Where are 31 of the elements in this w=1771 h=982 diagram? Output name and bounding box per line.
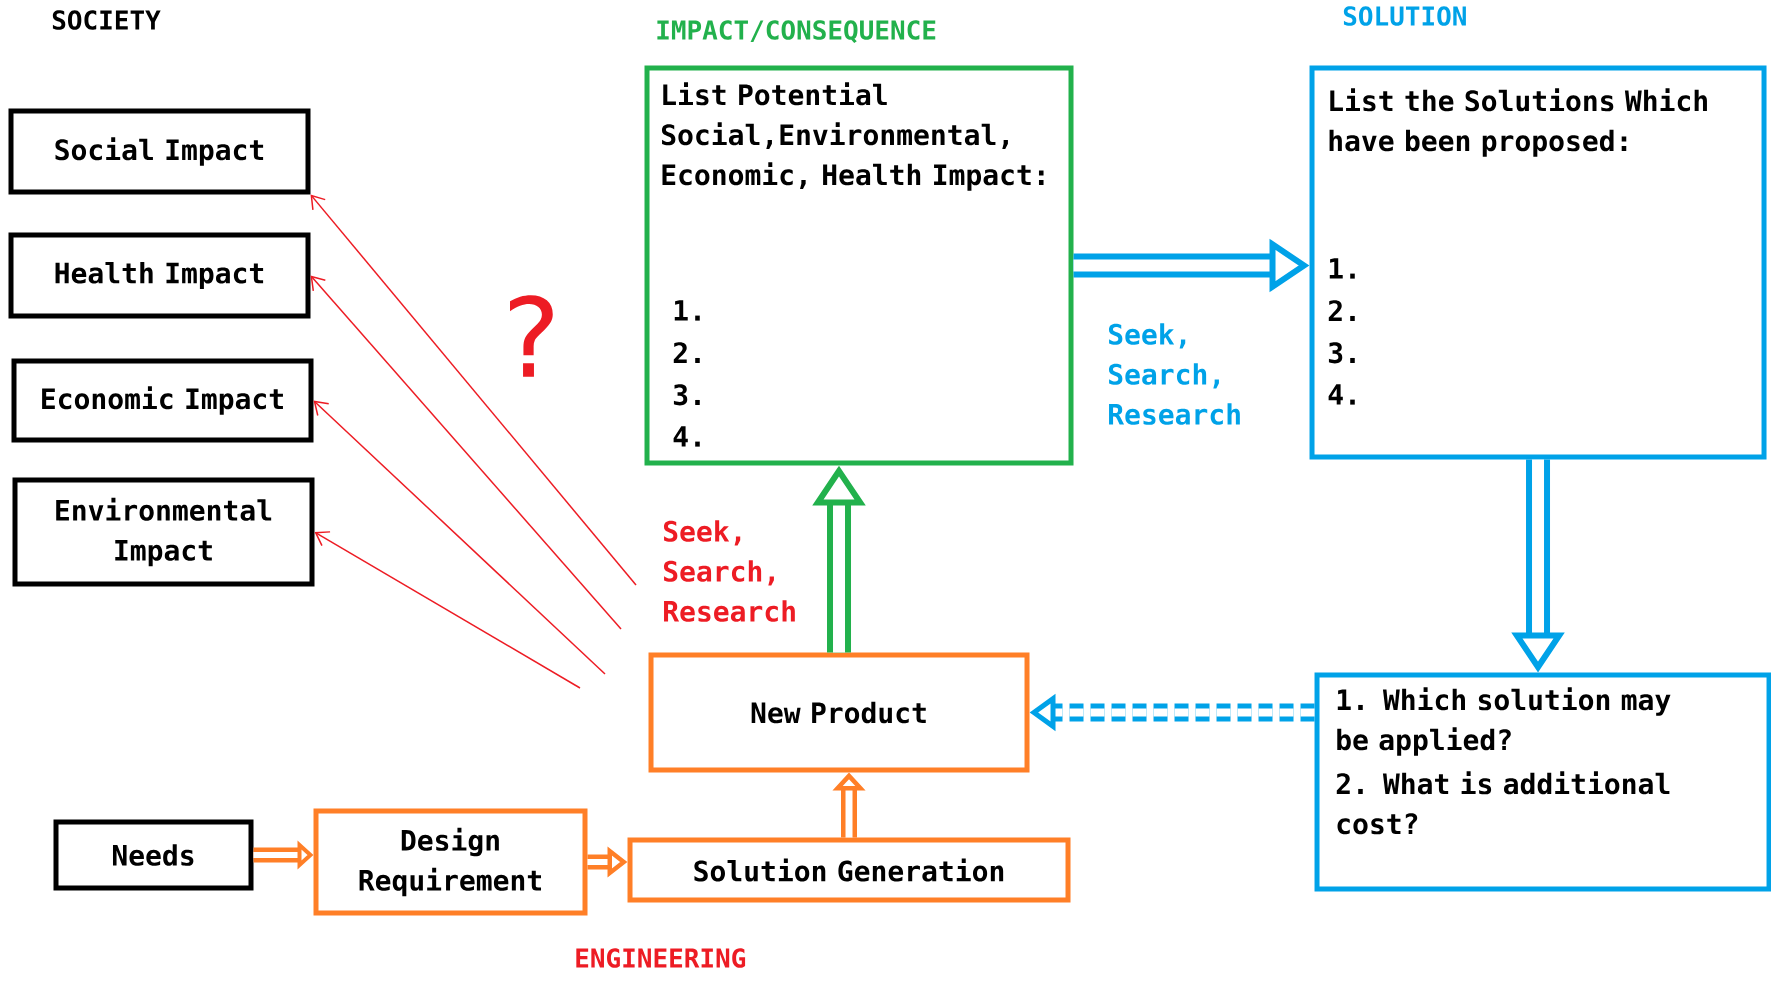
text-box: Health Impact <box>8 232 311 319</box>
text-box: Economic Impact <box>11 358 314 443</box>
box-text: List the Solutions Which have been proposed: <box>1329 88 1707 157</box>
list-item: 4. <box>673 426 700 447</box>
label: Seek, Search, Research <box>1108 323 1240 425</box>
text-box: New Product <box>648 652 1030 773</box>
list-item: 3. <box>673 384 700 406</box>
list-item: 3. <box>1328 342 1355 364</box>
arrow <box>310 194 637 586</box>
question-text: 2. What is additional cost? <box>1336 771 1670 835</box>
list-item: 4. <box>1328 384 1355 405</box>
heading: IMPACT/CONSEQUENCE <box>657 20 936 44</box>
list-item: 1. <box>674 300 700 321</box>
text-box: Social Impact <box>8 108 311 195</box>
label: SOCIETY <box>52 10 161 30</box>
list-item: 2. <box>1328 300 1355 321</box>
arrow <box>314 531 581 689</box>
text-box: Needs <box>53 819 254 891</box>
text-box: Solution Generation <box>627 837 1071 903</box>
box-text: List Potential Social,Environmental, Economic, Health Impact: <box>661 82 1044 191</box>
heading: SOLUTION <box>1343 6 1466 26</box>
text-box: Design Requirement <box>313 808 588 916</box>
text-box: Environmental Impact <box>12 477 315 587</box>
list-item: 2. <box>673 342 700 363</box>
question-mark: ? <box>510 295 553 377</box>
question-text: 1. Which solution may be applied? <box>1337 687 1671 756</box>
arrow <box>310 275 622 630</box>
label: ENGINEERING <box>576 948 746 968</box>
arrow <box>313 400 606 675</box>
label: Seek, Search, Research <box>663 520 795 622</box>
list-item: 1. <box>1329 258 1355 279</box>
